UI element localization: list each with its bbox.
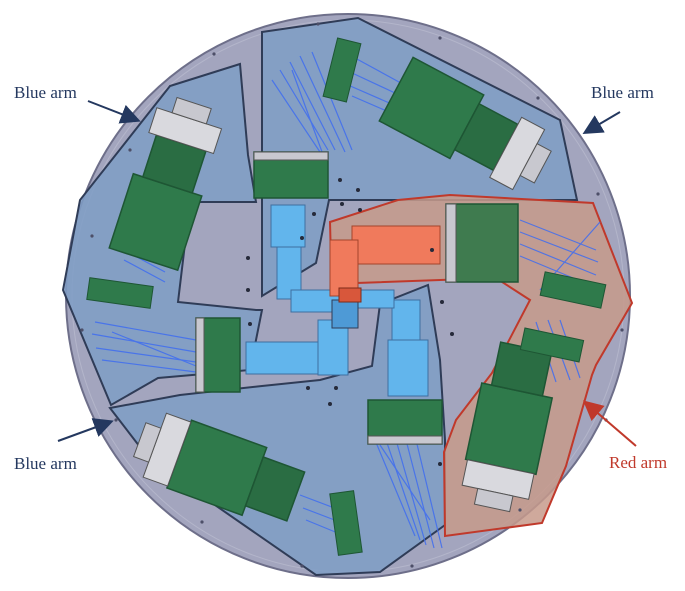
red-arm-label: Red arm [609,453,668,472]
arrow-blue-arm-bottom-left [57,418,114,442]
blue-arm-label-top-right: Blue arm [591,83,654,102]
arrow-blue-arm-top-right [582,111,621,135]
blue-arm-label-top-left: Blue arm [14,83,77,102]
arrow-blue-arm-top-left [87,100,141,124]
blue-arm-label-bottom-left: Blue arm [14,454,77,473]
red-relay-optics [329,225,441,303]
blue-arm-bottom-region [108,283,446,577]
camera-barrels [86,37,607,556]
blue-light-beams [91,51,601,549]
mounting-holes [246,178,454,466]
arrow-red-arm [582,400,637,447]
